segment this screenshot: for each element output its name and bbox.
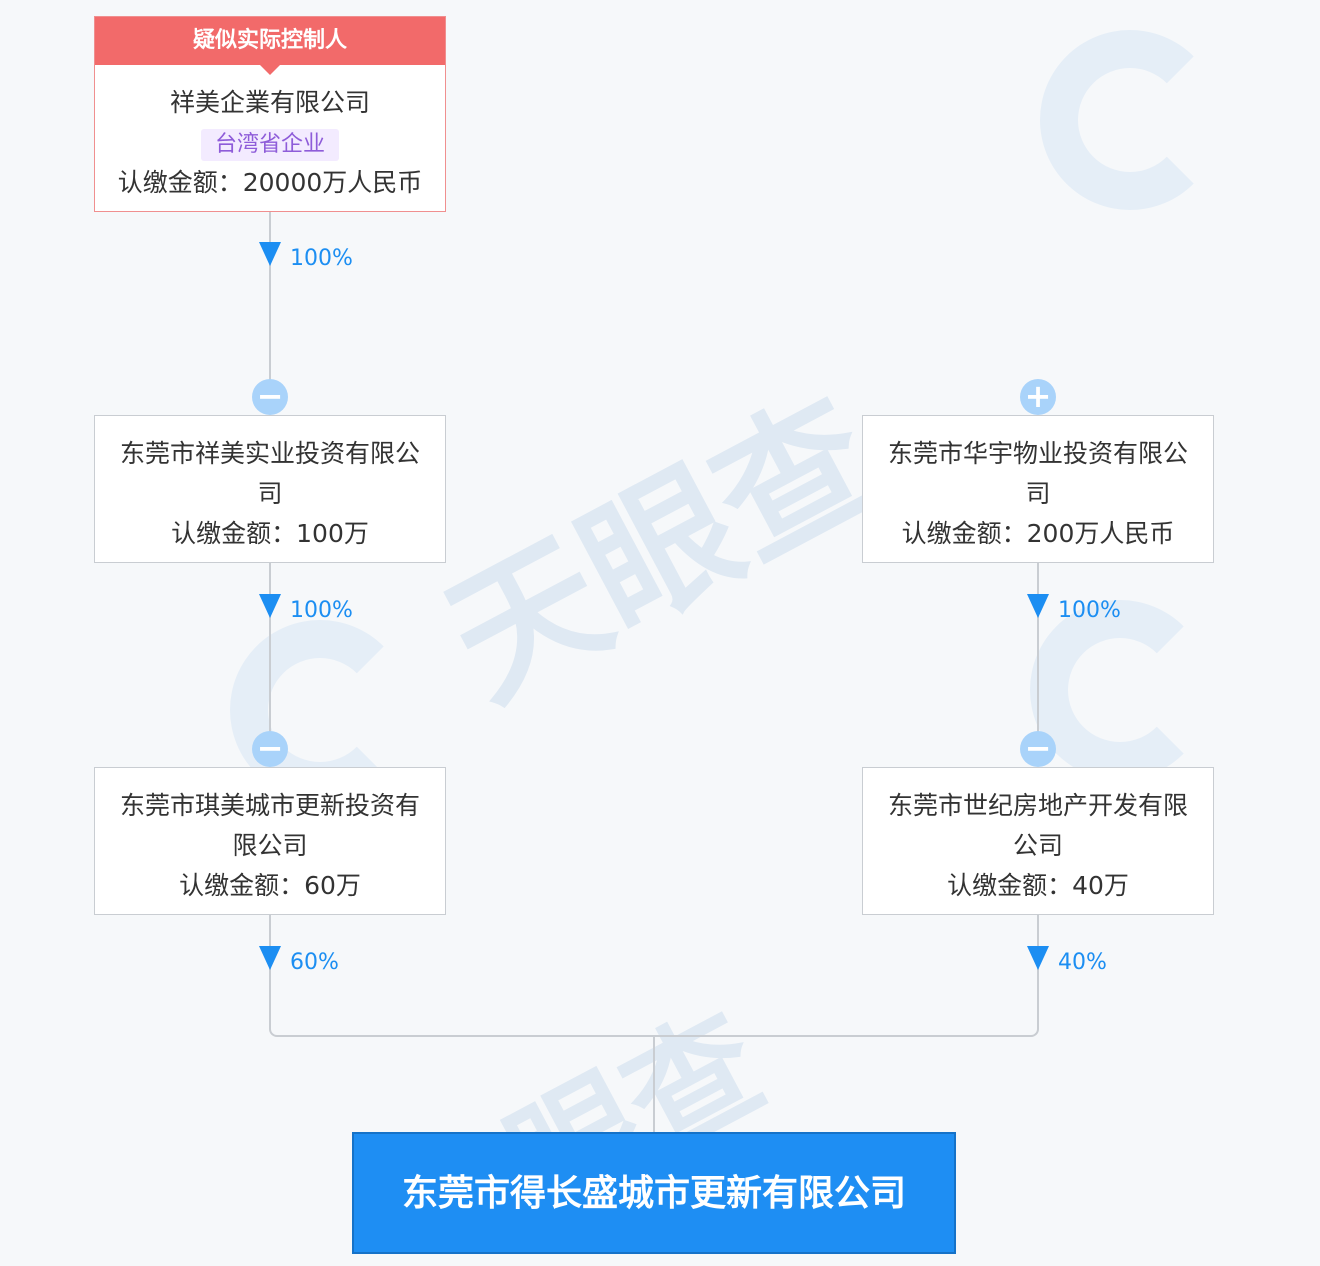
arrow-down-icon [1027, 594, 1049, 618]
connector-line [1037, 563, 1039, 733]
arrow-down-icon [259, 594, 281, 618]
watermark-swirl-icon [1040, 30, 1220, 210]
arrow-down-icon [259, 242, 281, 266]
share-percent: 40% [1058, 950, 1107, 975]
share-percent: 60% [290, 950, 339, 975]
share-percent: 100% [290, 246, 353, 271]
connector-line [269, 915, 271, 1029]
company-name: 东莞市祥美实业投资有限公司 [119, 439, 420, 508]
arrow-down-icon [1027, 946, 1049, 970]
company-name: 祥美企業有限公司 [169, 88, 370, 117]
expand-toggle-icon[interactable]: + [1020, 379, 1056, 415]
subscribed-amount: 认缴金额：60万 [179, 871, 361, 900]
controller-header: 疑似实际控制人 [95, 17, 445, 75]
subscribed-amount: 认缴金额：40万 [947, 871, 1129, 900]
shareholder-node[interactable]: 东莞市祥美实业投资有限公司 认缴金额：100万 [94, 415, 446, 563]
share-percent: 100% [290, 598, 353, 623]
shareholder-node[interactable]: 东莞市华宇物业投资有限公司 认缴金额：200万人民币 [862, 415, 1214, 563]
connector-line [1037, 915, 1039, 1029]
watermark-logo-icon: 天眼查 [421, 367, 901, 733]
collapse-toggle-icon[interactable]: − [252, 731, 288, 767]
target-company-node[interactable]: 东莞市得长盛城市更新有限公司 [352, 1132, 956, 1254]
arrow-down-icon [259, 946, 281, 970]
connector-line [269, 563, 271, 733]
subscribed-amount: 认缴金额：100万 [171, 519, 369, 548]
company-name: 东莞市华宇物业投资有限公司 [887, 439, 1188, 508]
connector-line [653, 1037, 655, 1132]
subscribed-amount: 认缴金额：200万人民币 [901, 519, 1175, 548]
subscribed-amount: 认缴金额：20000万人民币 [117, 168, 423, 197]
collapse-toggle-icon[interactable]: − [1020, 731, 1056, 767]
connector-line [269, 212, 271, 382]
connector-line [269, 1029, 1039, 1037]
region-tag: 台湾省企业 [200, 129, 339, 161]
share-percent: 100% [1058, 598, 1121, 623]
actual-controller-node[interactable]: 疑似实际控制人 祥美企業有限公司 台湾省企业 认缴金额：20000万人民币 [94, 16, 446, 212]
shareholder-node[interactable]: 东莞市琪美城市更新投资有限公司 认缴金额：60万 [94, 767, 446, 915]
company-name: 东莞市琪美城市更新投资有限公司 [119, 791, 420, 860]
watermark-swirl-icon [1030, 600, 1210, 780]
collapse-toggle-icon[interactable]: − [252, 379, 288, 415]
shareholder-node[interactable]: 东莞市世纪房地产开发有限公司 认缴金额：40万 [862, 767, 1214, 915]
company-name: 东莞市世纪房地产开发有限公司 [887, 791, 1188, 860]
